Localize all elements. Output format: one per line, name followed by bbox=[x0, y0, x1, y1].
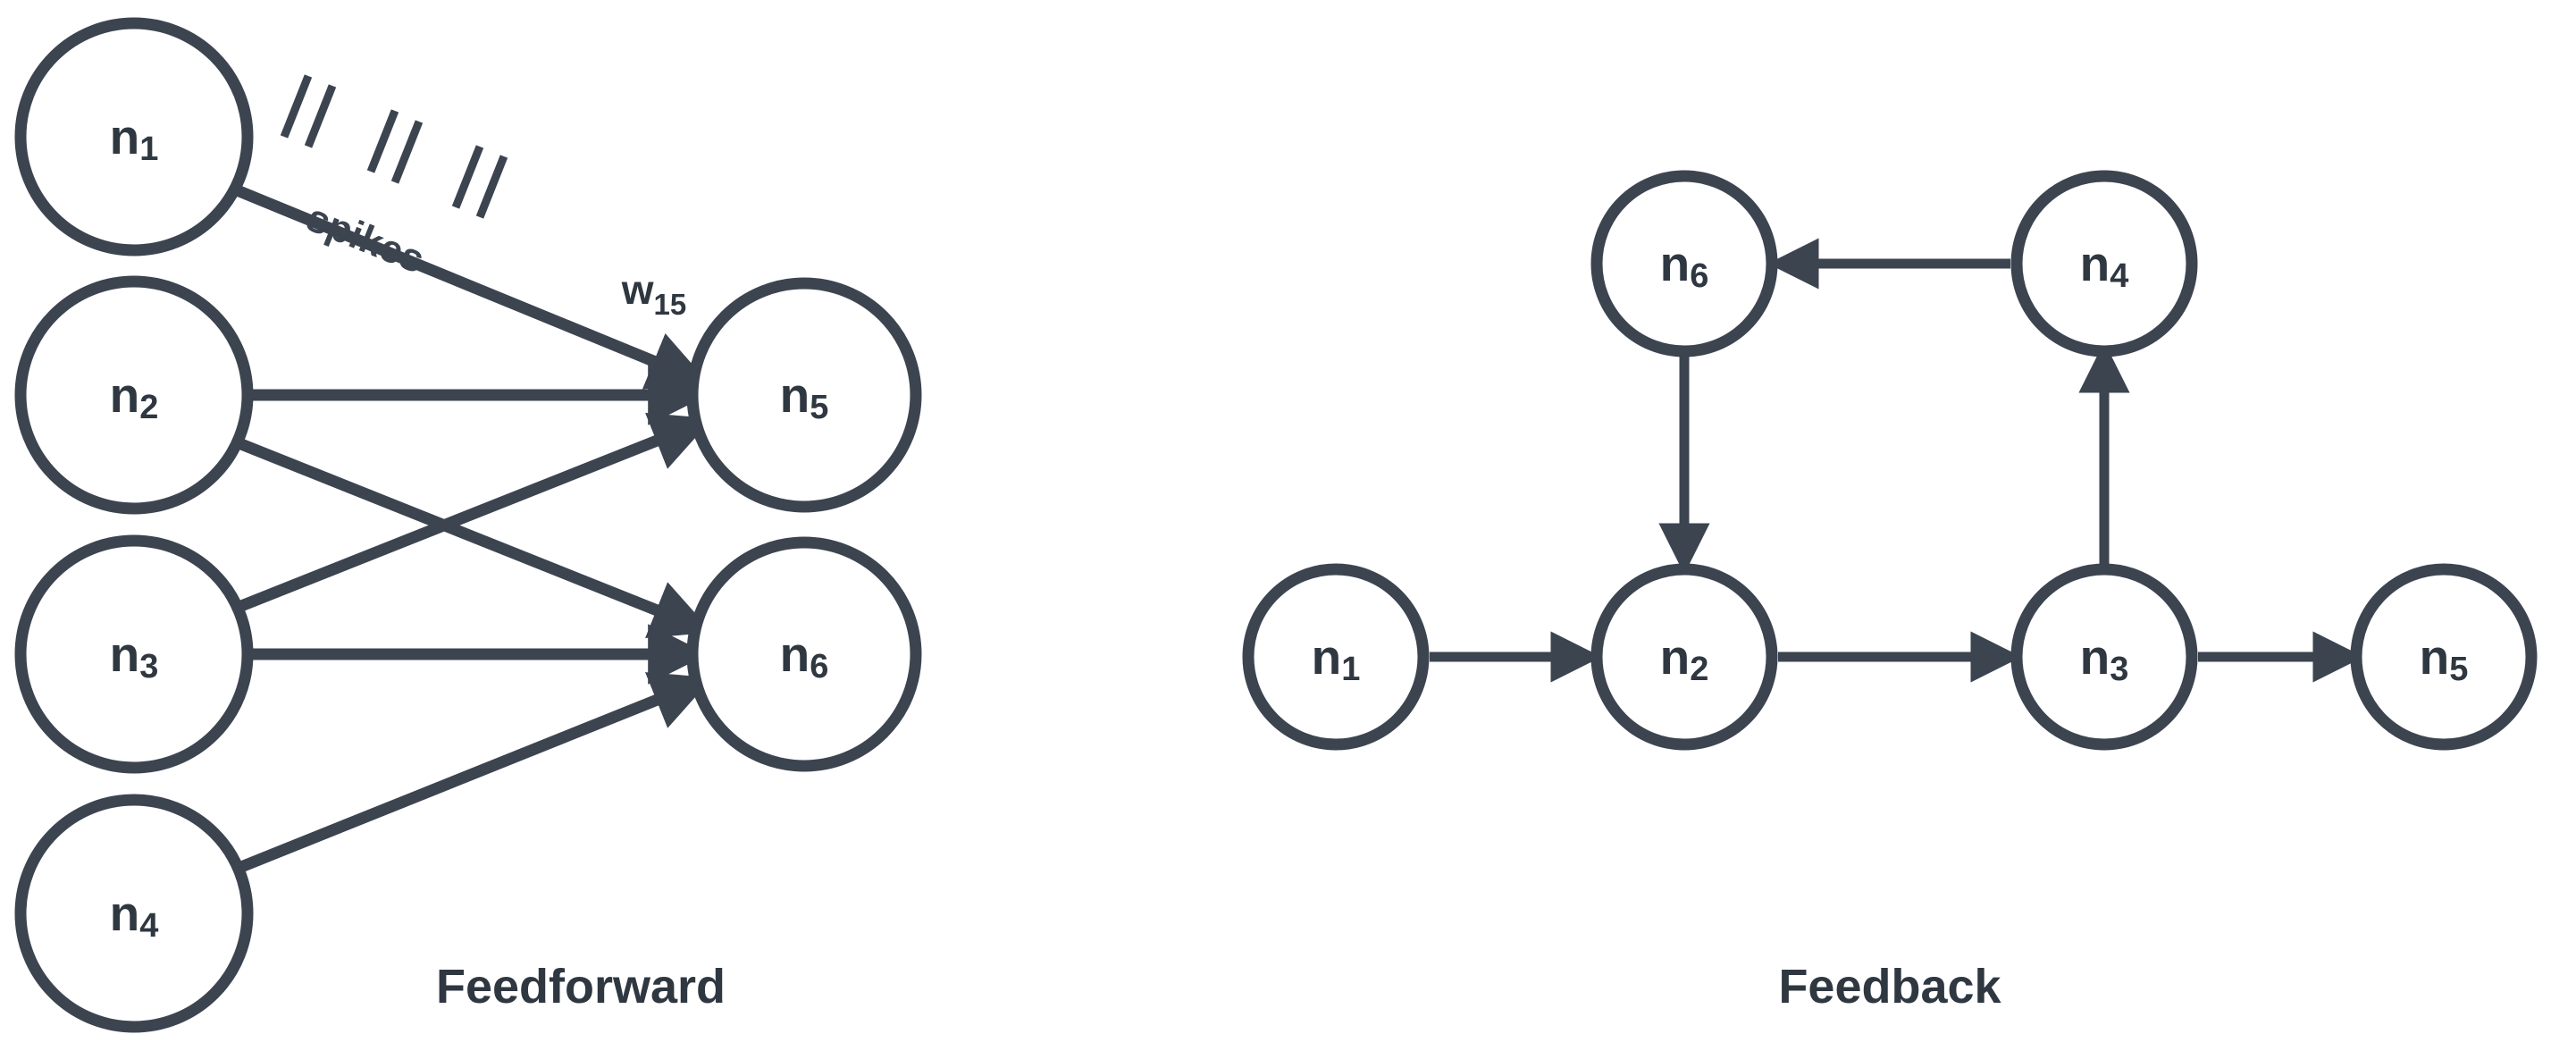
panel-caption-feedback: Feedback bbox=[1778, 960, 2001, 1013]
node-n2-circle[interactable] bbox=[14, 275, 254, 515]
edge-n2-to-n6[interactable] bbox=[234, 436, 713, 639]
spike-tick-icon-4 bbox=[390, 120, 424, 184]
node-fb-n2[interactable]: n2 bbox=[1590, 563, 1778, 751]
spikes-edge-label: spikes bbox=[300, 196, 430, 282]
edge-group-feedback bbox=[1430, 238, 2364, 683]
node-fb-n5-label: n5 bbox=[2420, 629, 2469, 688]
node-group-feedforward: n1 n2 n3 n4 n5 bbox=[14, 17, 922, 1033]
node-fb-n6[interactable]: n6 bbox=[1590, 170, 1778, 357]
node-n4-circle[interactable] bbox=[14, 794, 254, 1033]
node-n6-label: n6 bbox=[780, 626, 829, 685]
edge-n4-to-n6[interactable] bbox=[234, 672, 713, 875]
node-fb-n6-circle[interactable] bbox=[1590, 170, 1778, 357]
node-n3-label: n3 bbox=[110, 626, 159, 685]
node-fb-n3-circle[interactable] bbox=[2010, 563, 2198, 751]
edge-n3-to-n5[interactable] bbox=[234, 412, 713, 614]
node-fb-n2-label: n2 bbox=[1660, 629, 1709, 688]
node-n1[interactable]: n1 bbox=[14, 17, 254, 256]
edge-n1-to-n5[interactable] bbox=[232, 183, 710, 390]
node-group-feedback: n6 n4 n1 n2 n3 bbox=[1242, 170, 2538, 751]
spike-tick-icon-5 bbox=[451, 145, 484, 209]
node-fb-n4-circle[interactable] bbox=[2010, 170, 2198, 357]
node-n2[interactable]: n2 bbox=[14, 275, 254, 515]
spike-train-icon bbox=[280, 74, 508, 219]
node-n6[interactable]: n6 bbox=[686, 536, 922, 772]
node-fb-n3[interactable]: n3 bbox=[2010, 563, 2198, 751]
node-n3[interactable]: n3 bbox=[14, 534, 254, 774]
node-n5[interactable]: n5 bbox=[686, 277, 922, 513]
node-n5-circle[interactable] bbox=[686, 277, 922, 513]
weight-label-w15: w15 bbox=[621, 266, 687, 321]
node-n6-circle[interactable] bbox=[686, 536, 922, 772]
node-fb-n1-label: n1 bbox=[1312, 629, 1361, 688]
node-fb-n5[interactable]: n5 bbox=[2350, 563, 2538, 751]
node-fb-n1[interactable]: n1 bbox=[1242, 563, 1430, 751]
spike-tick-icon-6 bbox=[475, 155, 508, 219]
spike-tick-icon-1 bbox=[280, 74, 313, 139]
node-fb-n1-circle[interactable] bbox=[1242, 563, 1430, 751]
node-n4-label: n4 bbox=[110, 886, 159, 945]
spike-tick-icon-2 bbox=[304, 84, 337, 148]
node-fb-n4[interactable]: n4 bbox=[2010, 170, 2198, 357]
node-fb-n6-label: n6 bbox=[1660, 236, 1709, 295]
panel-feedback: n6 n4 n1 n2 n3 bbox=[1242, 170, 2538, 1013]
node-n2-label: n2 bbox=[110, 367, 159, 426]
node-fb-n5-circle[interactable] bbox=[2350, 563, 2538, 751]
panel-feedforward: n1 n2 n3 n4 n5 bbox=[14, 17, 922, 1033]
node-fb-n3-label: n3 bbox=[2080, 629, 2129, 688]
spike-tick-icon-3 bbox=[366, 109, 399, 173]
node-n1-circle[interactable] bbox=[14, 17, 254, 256]
node-fb-n2-circle[interactable] bbox=[1590, 563, 1778, 751]
node-n3-circle[interactable] bbox=[14, 534, 254, 774]
edge-group-feedforward bbox=[232, 183, 713, 875]
node-fb-n4-label: n4 bbox=[2080, 236, 2129, 295]
node-n5-label: n5 bbox=[780, 367, 829, 426]
node-n1-label: n1 bbox=[110, 109, 159, 168]
node-n4[interactable]: n4 bbox=[14, 794, 254, 1033]
panel-caption-feedforward: Feedforward bbox=[436, 960, 726, 1013]
